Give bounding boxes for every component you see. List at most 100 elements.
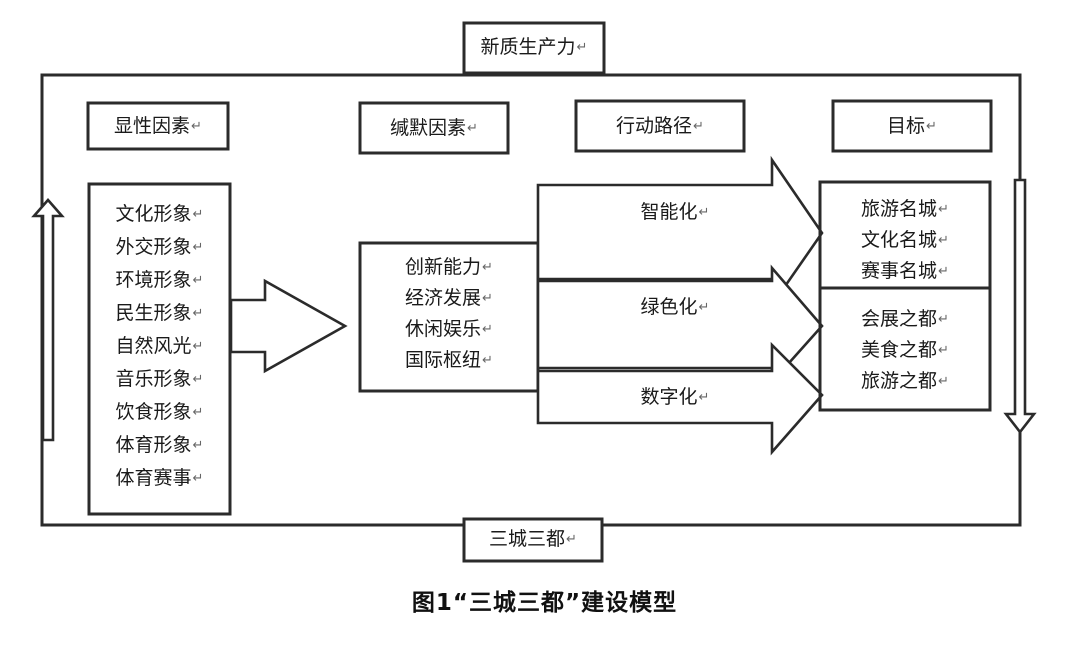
goal-capital-of-item-text: 美食之都 [861, 339, 938, 361]
return-mark-icon: ↵ [576, 40, 588, 55]
path-arrow-intelligent-icon [536, 155, 824, 310]
top-node-text: 新质生产力 [480, 36, 576, 58]
goal-capital-of-item-text: 旅游之都 [861, 370, 938, 392]
path-label-intelligent-text: 智能化 [640, 201, 698, 223]
goal-famous-city-item: 文化名城↵ [820, 225, 990, 256]
return-mark-icon: ↵ [938, 202, 949, 217]
return-mark-icon: ↵ [192, 405, 204, 420]
goal-famous-city-list: 旅游名城↵文化名城↵赛事名城↵ [820, 194, 990, 287]
goal-capital-of-item-text: 会展之都 [861, 308, 938, 330]
path-label-green: 绿色化↵ [560, 298, 790, 317]
explicit-header-box [86, 101, 230, 151]
return-mark-icon: ↵ [566, 532, 577, 547]
bottom-node-text: 三城三都 [489, 528, 566, 550]
return-mark-icon: ↵ [192, 207, 204, 222]
column-header-tacit: 缄默因素↵ [360, 119, 508, 138]
goal-famous-city-item: 旅游名城↵ [820, 194, 990, 225]
explicit-factor-item-text: 音乐形象 [115, 368, 192, 390]
return-mark-icon: ↵ [693, 119, 704, 134]
explicit-factor-item-text: 文化形象 [115, 203, 192, 225]
return-mark-icon: ↵ [192, 438, 204, 453]
explicit-factor-item-text: 体育形象 [115, 434, 192, 456]
return-mark-icon: ↵ [192, 372, 204, 387]
explicit-factor-item: 体育赛事↵ [89, 462, 230, 495]
column-header-explicit: 显性因素↵ [88, 117, 228, 136]
return-mark-icon: ↵ [192, 240, 204, 255]
return-mark-icon: ↵ [938, 343, 949, 358]
goal-capital-of-item: 会展之都↵ [820, 304, 990, 335]
explicit-factor-item-text: 环境形象 [115, 269, 192, 291]
column-header-tacit-text: 缄默因素 [390, 117, 467, 139]
tacit-factor-item-text: 国际枢纽 [405, 349, 482, 371]
goal-famous-city-item-text: 旅游名城 [861, 198, 938, 220]
explicit-factor-item-text: 体育赛事 [115, 467, 192, 489]
top-node-label: 新质生产力↵ [464, 38, 604, 57]
explicit-to-tacit-block-arrow-icon [229, 278, 348, 374]
explicit-factor-item: 自然风光↵ [89, 330, 230, 363]
tacit-factor-item-text: 休闲娱乐 [405, 318, 482, 340]
return-mark-icon: ↵ [482, 291, 493, 306]
column-header-goal-text: 目标 [887, 115, 926, 137]
path-label-intelligent: 智能化↵ [560, 203, 790, 222]
explicit-list-box [87, 182, 232, 516]
explicit-factor-item: 体育形象↵ [89, 429, 230, 462]
return-mark-icon: ↵ [938, 264, 949, 279]
column-header-goal: 目标↵ [833, 117, 991, 136]
goal-bottom-box [818, 286, 992, 412]
return-mark-icon: ↵ [482, 353, 493, 368]
tacit-factor-item: 国际枢纽↵ [360, 345, 538, 376]
return-mark-icon: ↵ [482, 322, 493, 337]
path-arrow-digital-icon [536, 341, 824, 456]
bottom-node-box [462, 517, 604, 563]
return-mark-icon: ↵ [482, 260, 493, 275]
path-header-box [574, 99, 746, 153]
explicit-factor-item-text: 饮食形象 [115, 401, 192, 423]
return-mark-icon: ↵ [698, 300, 710, 315]
top-node-box [462, 21, 606, 75]
goal-capital-of-list: 会展之都↵美食之都↵旅游之都↵ [820, 304, 990, 397]
return-mark-icon: ↵ [192, 339, 204, 354]
tacit-factor-item: 休闲娱乐↵ [360, 314, 538, 345]
path-label-digital: 数字化↵ [560, 388, 790, 407]
explicit-factor-item: 饮食形象↵ [89, 396, 230, 429]
figure-caption: 图1“三城三都”建设模型 [411, 590, 678, 616]
tacit-factor-item-text: 创新能力 [405, 256, 482, 278]
explicit-factor-item: 文化形象↵ [89, 198, 230, 231]
return-mark-icon: ↵ [698, 205, 710, 220]
goal-header-box [831, 99, 993, 153]
return-mark-icon: ↵ [467, 121, 478, 136]
column-header-path: 行动路径↵ [576, 117, 744, 136]
explicit-factor-item-text: 外交形象 [115, 236, 192, 258]
tacit-header-box [358, 101, 510, 155]
return-mark-icon: ↵ [926, 119, 937, 134]
path-arrow-green-icon [536, 264, 824, 386]
column-header-path-text: 行动路径 [616, 115, 693, 137]
explicit-factor-item: 民生形象↵ [89, 297, 230, 330]
goal-famous-city-item-text: 文化名城 [861, 229, 938, 251]
path-label-digital-text: 数字化 [640, 386, 698, 408]
goal-famous-city-item: 赛事名城↵ [820, 256, 990, 287]
tacit-factor-list: 创新能力↵经济发展↵休闲娱乐↵国际枢纽↵ [360, 252, 538, 376]
tacit-list-box [358, 241, 540, 393]
return-mark-icon: ↵ [192, 471, 204, 486]
return-mark-icon: ↵ [938, 233, 949, 248]
explicit-factor-list: 文化形象↵外交形象↵环境形象↵民生形象↵自然风光↵音乐形象↵饮食形象↵体育形象↵… [89, 198, 230, 495]
return-mark-icon: ↵ [938, 312, 949, 327]
tacit-factor-item: 经济发展↵ [360, 283, 538, 314]
column-header-explicit-text: 显性因素 [114, 115, 191, 137]
goal-famous-city-item-text: 赛事名城 [861, 260, 938, 282]
goal-capital-of-item: 旅游之都↵ [820, 366, 990, 397]
return-mark-icon: ↵ [191, 119, 202, 134]
explicit-factor-item: 音乐形象↵ [89, 363, 230, 396]
path-label-green-text: 绿色化 [640, 296, 698, 318]
goal-top-box [818, 180, 992, 290]
return-mark-icon: ↵ [192, 306, 204, 321]
explicit-factor-item: 环境形象↵ [89, 264, 230, 297]
goal-capital-of-item: 美食之都↵ [820, 335, 990, 366]
left-up-block-arrow-icon [31, 198, 65, 442]
tacit-factor-item-text: 经济发展 [405, 287, 482, 309]
bottom-node-label: 三城三都↵ [464, 530, 602, 549]
right-down-block-arrow-icon [1003, 178, 1037, 435]
